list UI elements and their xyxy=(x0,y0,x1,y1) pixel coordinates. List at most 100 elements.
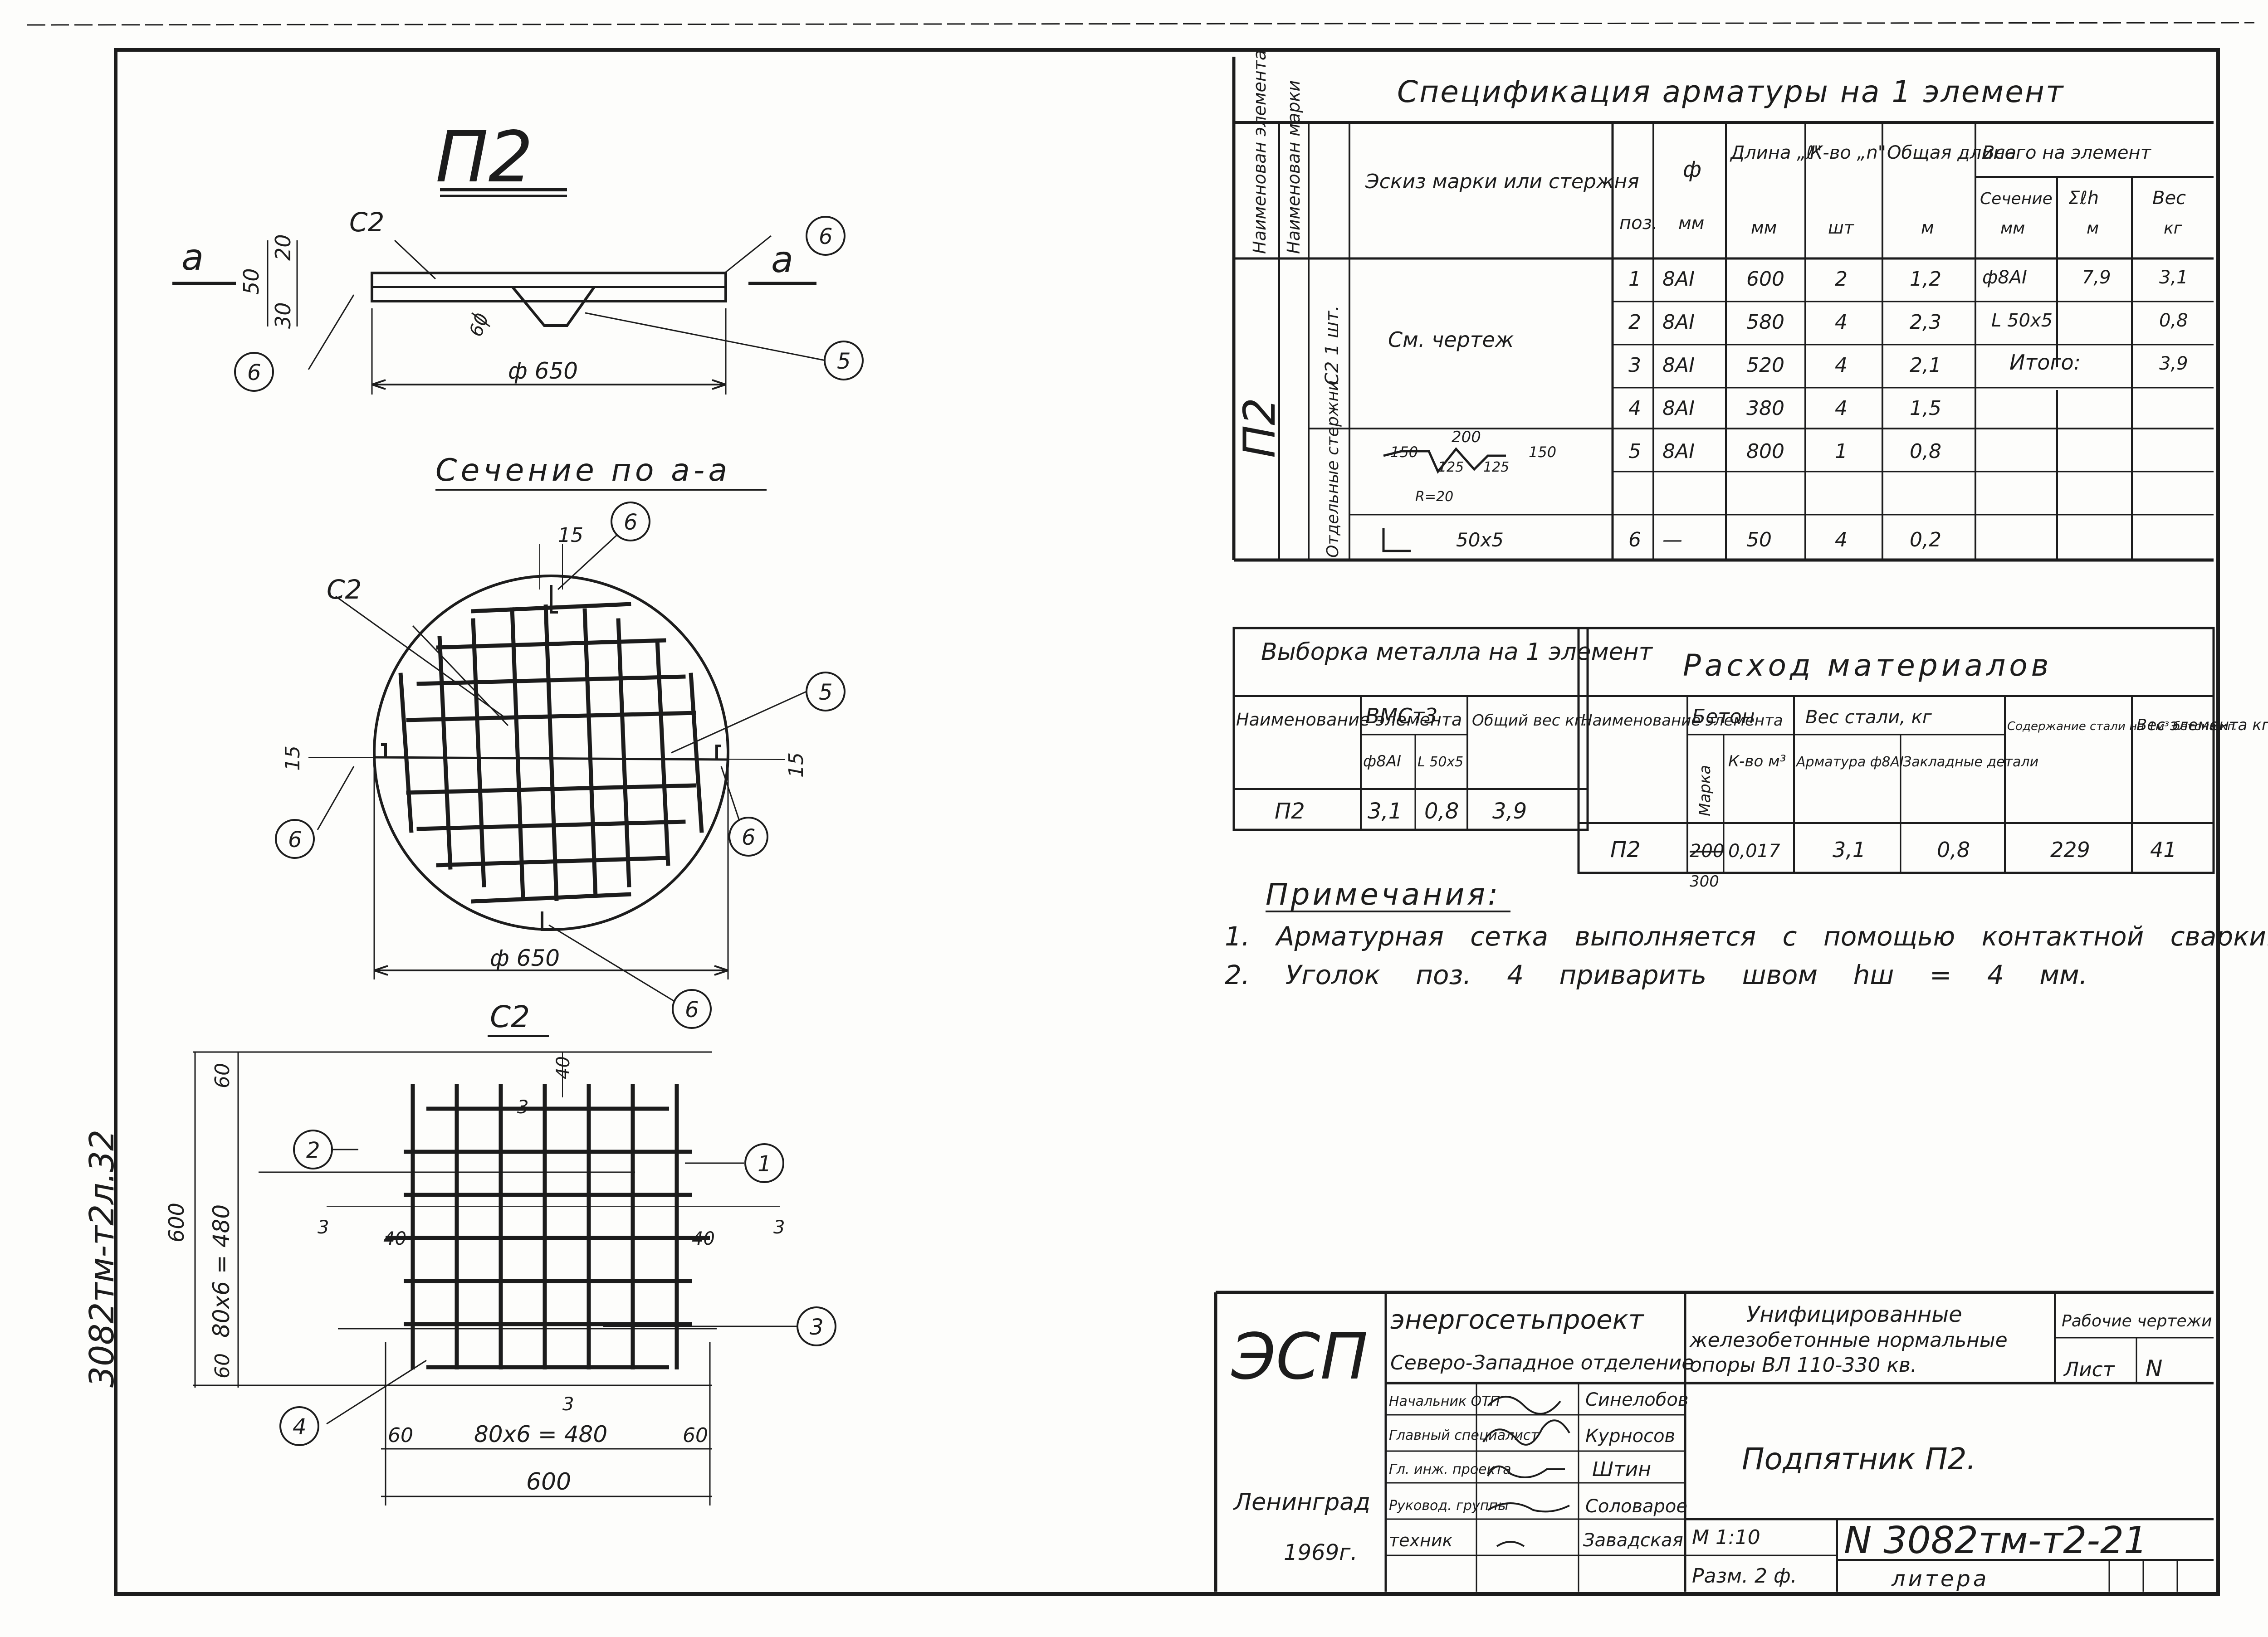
mesh-dim-3-d: 3 xyxy=(773,1217,785,1238)
spec-h-total-unit: м xyxy=(1921,218,1934,238)
spec-h-section: Сечение xyxy=(1980,190,2053,208)
rebar-bar xyxy=(616,618,631,887)
org-branch: Северо-Западное отделение xyxy=(1390,1351,1694,1374)
mesh-title: С2 xyxy=(490,999,530,1034)
spec-row-pos: 5 xyxy=(1628,440,1641,463)
bent-dim-150b: 150 xyxy=(1529,443,1556,461)
note-2: 2. Уголок поз. 4 приварить швом hш = 4 м… xyxy=(1225,960,2087,990)
name-2: Курносов xyxy=(1585,1426,1675,1447)
spec-sum-weight-2: 0,8 xyxy=(2159,310,2188,331)
name-4: Соловарое xyxy=(1585,1496,1687,1517)
spec-table-lines xyxy=(1232,57,2214,562)
rebar-bar xyxy=(437,636,453,870)
spec-h-total: Общая длина xyxy=(1887,142,2016,163)
spec-row-len: 600 xyxy=(1746,268,1784,291)
callout-1: 1 xyxy=(758,1151,772,1177)
logo-esp: ЭСП xyxy=(1231,1320,1368,1394)
size: Разм. 2 ф. xyxy=(1692,1564,1797,1588)
cut-label-right: а xyxy=(771,239,793,281)
consumption-row-rebar: 3,1 xyxy=(1833,838,1866,862)
consumption-h-weight: Вес элемента кг xyxy=(2136,716,2268,734)
callout-6-a: 6 xyxy=(819,224,833,249)
litera: литера xyxy=(1891,1566,1989,1592)
project-line-2: железобетонные нормальные xyxy=(1689,1329,2008,1352)
section-title: Сечение по а-а xyxy=(435,453,731,488)
mesh-dim-3-c: 3 xyxy=(562,1394,574,1415)
mesh-dim-3-b: 3 xyxy=(318,1217,329,1238)
consumption-row-vol: 0,017 xyxy=(1728,841,1780,862)
section-diameter: ф 650 xyxy=(490,945,560,971)
stage-label: Рабочие чертежи xyxy=(2062,1312,2212,1330)
spec-sum-sum-1: 7,9 xyxy=(2082,267,2111,288)
spec-row-pos: 6 xyxy=(1628,528,1641,551)
spec-row-len: 50 xyxy=(1746,528,1772,551)
spec-sum-weight-3: 3,9 xyxy=(2159,353,2188,374)
side-code: 3082тм-т2л.32 xyxy=(83,1130,122,1388)
consumption-h-vol: К-во м³ xyxy=(1728,752,1786,770)
rebar-bar xyxy=(416,819,686,831)
selection-row-b: 0,8 xyxy=(1424,799,1459,824)
spec-h-pos: поз. xyxy=(1619,213,1658,234)
top-diameter: ф 650 xyxy=(508,358,578,384)
role-2: Главный специалист xyxy=(1389,1428,1539,1443)
consumption-h-grade: Марка xyxy=(1696,765,1714,816)
sheet-label: Лист xyxy=(2063,1358,2115,1381)
section-mesh-label: С2 xyxy=(327,574,362,605)
rebar-bar xyxy=(416,674,686,686)
spec-h-sum-unit: м xyxy=(2087,219,2099,238)
signatures xyxy=(1482,1396,1570,1547)
consumption-row-name: П2 xyxy=(1610,837,1641,862)
spec-h-length-unit: мм xyxy=(1751,218,1777,238)
spec-h-count-unit: шт xyxy=(1828,218,1855,238)
sheet-number: N xyxy=(2146,1355,2162,1382)
top-dim-60: 60 xyxy=(465,311,493,340)
spec-row-total: 0,8 xyxy=(1910,440,1941,463)
spec-row-n: 4 xyxy=(1835,311,1848,334)
consumption-row-grade: 200 xyxy=(1690,841,1724,862)
consumption-h-name: Наименование элемента xyxy=(1581,711,1783,730)
doc-number: N 3082тм-т2-21 xyxy=(1844,1519,2147,1562)
callout-5-a: 5 xyxy=(837,349,851,374)
spec-h-weight-unit: кг xyxy=(2164,219,2183,238)
spec-h-phi: ф xyxy=(1683,157,1701,182)
spec-row-len: 520 xyxy=(1746,354,1784,377)
callout-3: 3 xyxy=(810,1315,824,1340)
mesh-dim-40-top: 40 xyxy=(553,1056,574,1079)
spec-h-weight: Вес xyxy=(2152,188,2186,209)
rebar-bar xyxy=(406,783,696,795)
callout-6-f: 6 xyxy=(685,997,699,1023)
selection-title: Выборка металла на 1 элемент xyxy=(1261,638,1653,666)
consumption-title: Расход материалов xyxy=(1683,648,2053,683)
mesh-height-pitch: 80х6 = 480 xyxy=(208,1204,235,1338)
callout-4: 4 xyxy=(293,1414,307,1440)
project-line-1: Унифицированные xyxy=(1746,1302,1962,1327)
bent-dim-150: 150 xyxy=(1390,443,1418,461)
spec-row-phi: 8AI xyxy=(1662,354,1695,377)
spec-title: Спецификация арматуры на 1 элемент xyxy=(1397,74,2064,109)
consumption-h-rebar: Арматура ф8AI xyxy=(1795,754,1904,770)
role-3: Гл. инж. проекта xyxy=(1389,1462,1511,1477)
top-dim-30: 30 xyxy=(271,302,295,329)
spec-group-c2: С2 1 шт. xyxy=(1322,305,1343,385)
mesh-width-pitch: 80х6 = 480 xyxy=(474,1421,607,1447)
bent-radius: R=20 xyxy=(1415,489,1453,505)
note-1: 1. Арматурная сетка выполняется с помощь… xyxy=(1225,921,2268,952)
selection-col-a: ф8AI xyxy=(1363,752,1401,770)
callout-6-e: 6 xyxy=(742,825,756,850)
consumption-table-lines xyxy=(1577,627,2215,874)
mesh-dim-40-right: 40 xyxy=(692,1228,715,1249)
spec-row-len: 580 xyxy=(1746,311,1784,334)
top-dim-50: 50 xyxy=(239,268,264,295)
spec-element-name: П2 xyxy=(1234,398,1285,458)
rebar-bar xyxy=(689,672,704,833)
org-name: энергосетьпроект xyxy=(1390,1304,1645,1335)
selection-col-b: L 50х5 xyxy=(1418,754,1463,770)
consumption-row-embed: 0,8 xyxy=(1937,838,1970,862)
selection-col-group: ВМСт3 xyxy=(1365,704,1437,728)
section-view xyxy=(308,534,817,1003)
spec-row-pos: 1 xyxy=(1628,268,1641,291)
mesh-width-total: 600 xyxy=(526,1468,571,1496)
rebar-bar xyxy=(471,892,631,904)
doc-title: Подпятник П2. xyxy=(1742,1442,1976,1476)
